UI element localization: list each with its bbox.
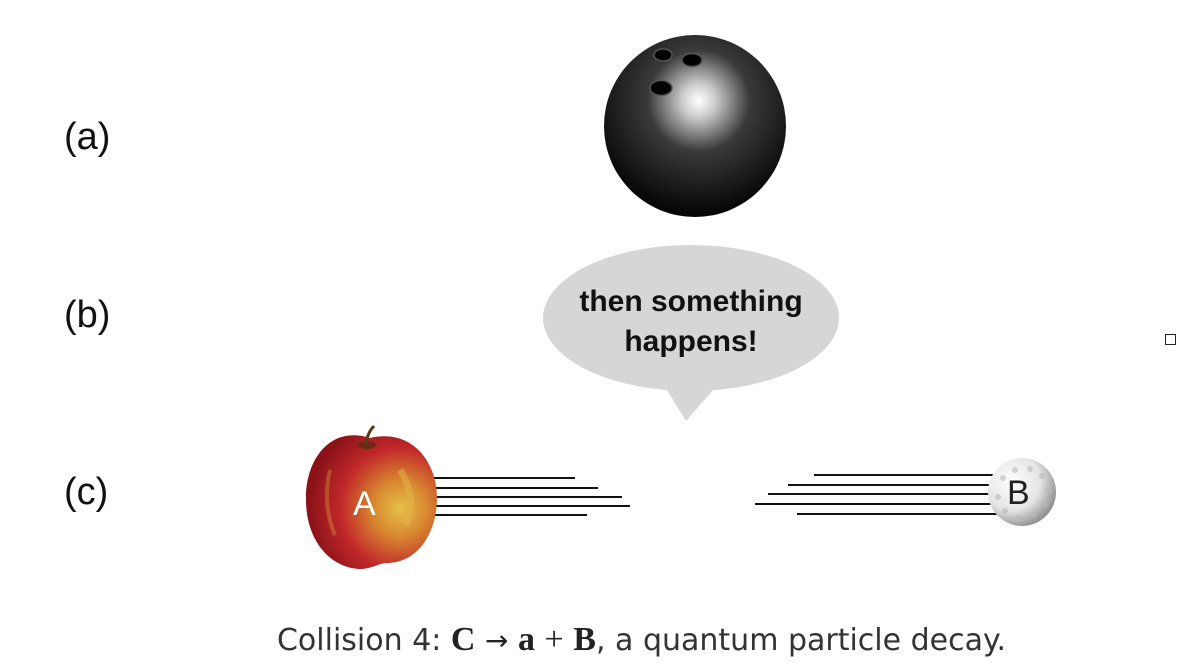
golf-ball-motion-lines: [755, 474, 1000, 515]
caption-prefix: Collision 4:: [276, 623, 451, 658]
finger-hole: [649, 79, 673, 97]
apple-stem: [364, 424, 376, 445]
row-label-a: (a): [64, 116, 111, 158]
row-label-b: (b): [64, 294, 111, 336]
caption-suffix: , a quantum particle decay.: [595, 623, 1007, 658]
caption-product-b: B: [573, 621, 596, 658]
small-square-marker: [1165, 334, 1176, 345]
speech-bubble-shape: [543, 245, 839, 421]
speech-bubble-line2: happens!: [624, 325, 758, 358]
golf-ball: [988, 458, 1056, 526]
apple-letter: A: [353, 485, 376, 523]
caption-plus: +: [544, 621, 564, 658]
figure-caption: Collision 4: C → a + B, a quantum partic…: [0, 618, 1200, 663]
apple: [305, 424, 437, 569]
speech-bubble-line1: then something: [579, 285, 803, 318]
caption-product-a: a: [518, 621, 535, 658]
finger-hole: [653, 48, 673, 62]
row-label-c: (c): [64, 471, 109, 513]
golf-ball-letter: B: [1007, 474, 1030, 512]
apple-motion-lines: [430, 477, 630, 516]
caption-reactant: C: [450, 621, 476, 658]
finger-hole: [681, 52, 703, 68]
caption-arrow: →: [484, 624, 509, 657]
bowling-ball: [604, 35, 786, 217]
speech-bubble-text: then something happens!: [548, 282, 834, 362]
